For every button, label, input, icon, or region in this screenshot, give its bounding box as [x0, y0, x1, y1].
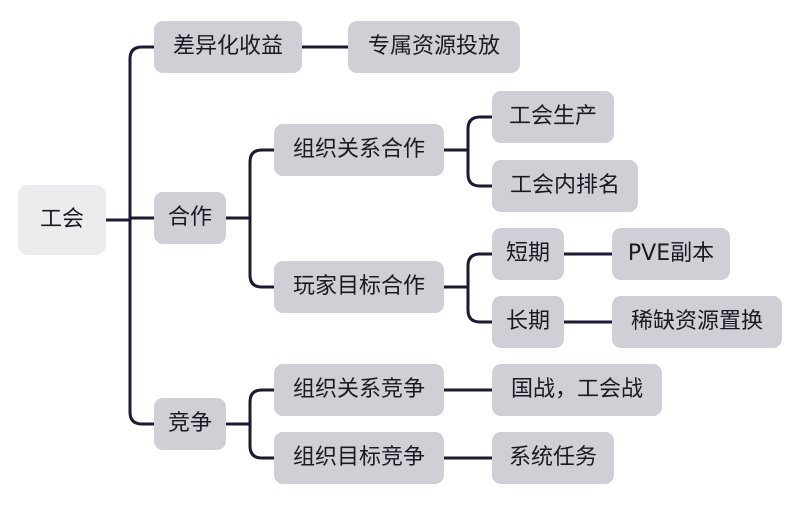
- node-system-tasks: 系统任务: [492, 432, 614, 484]
- node-org-relation-cooperation: 组织关系合作: [274, 124, 444, 176]
- connector-coop-playercoop: [248, 216, 276, 289]
- node-org-relation-competition: 组织关系竞争: [274, 364, 444, 416]
- connector-root-diff: [128, 45, 156, 222]
- connector-orgcoop-rank: [466, 148, 494, 188]
- connector-comp-goalcomp: [248, 422, 276, 460]
- node-nation-guild-war: 国战，工会战: [492, 364, 662, 416]
- connector-playercoop-long: [466, 285, 494, 324]
- node-exclusive-resource-drop: 专属资源投放: [348, 21, 520, 73]
- node-differentiated-income: 差异化收益: [154, 21, 302, 73]
- connector-root-comp: [128, 218, 156, 426]
- node-long-term: 长期: [492, 296, 564, 348]
- node-guild-production: 工会生产: [492, 91, 614, 143]
- node-pve-dungeon: PVE副本: [612, 228, 730, 280]
- connector-playercoop-short: [466, 252, 494, 289]
- connector-comp-orgcomp: [248, 388, 276, 426]
- connector-orgcoop-prod: [466, 115, 494, 152]
- node-short-term: 短期: [492, 228, 564, 280]
- connector-root-coop: [128, 216, 156, 222]
- node-guild: 工会: [18, 185, 106, 255]
- node-competition: 竞争: [154, 398, 226, 450]
- node-org-goal-competition: 组织目标竞争: [274, 432, 444, 484]
- node-scarce-resource-swap: 稀缺资源置换: [612, 296, 782, 348]
- node-guild-ranking: 工会内排名: [492, 160, 638, 212]
- connector-coop-orgcoop: [248, 148, 276, 220]
- node-player-goal-cooperation: 玩家目标合作: [274, 261, 444, 313]
- node-cooperation: 合作: [154, 192, 226, 244]
